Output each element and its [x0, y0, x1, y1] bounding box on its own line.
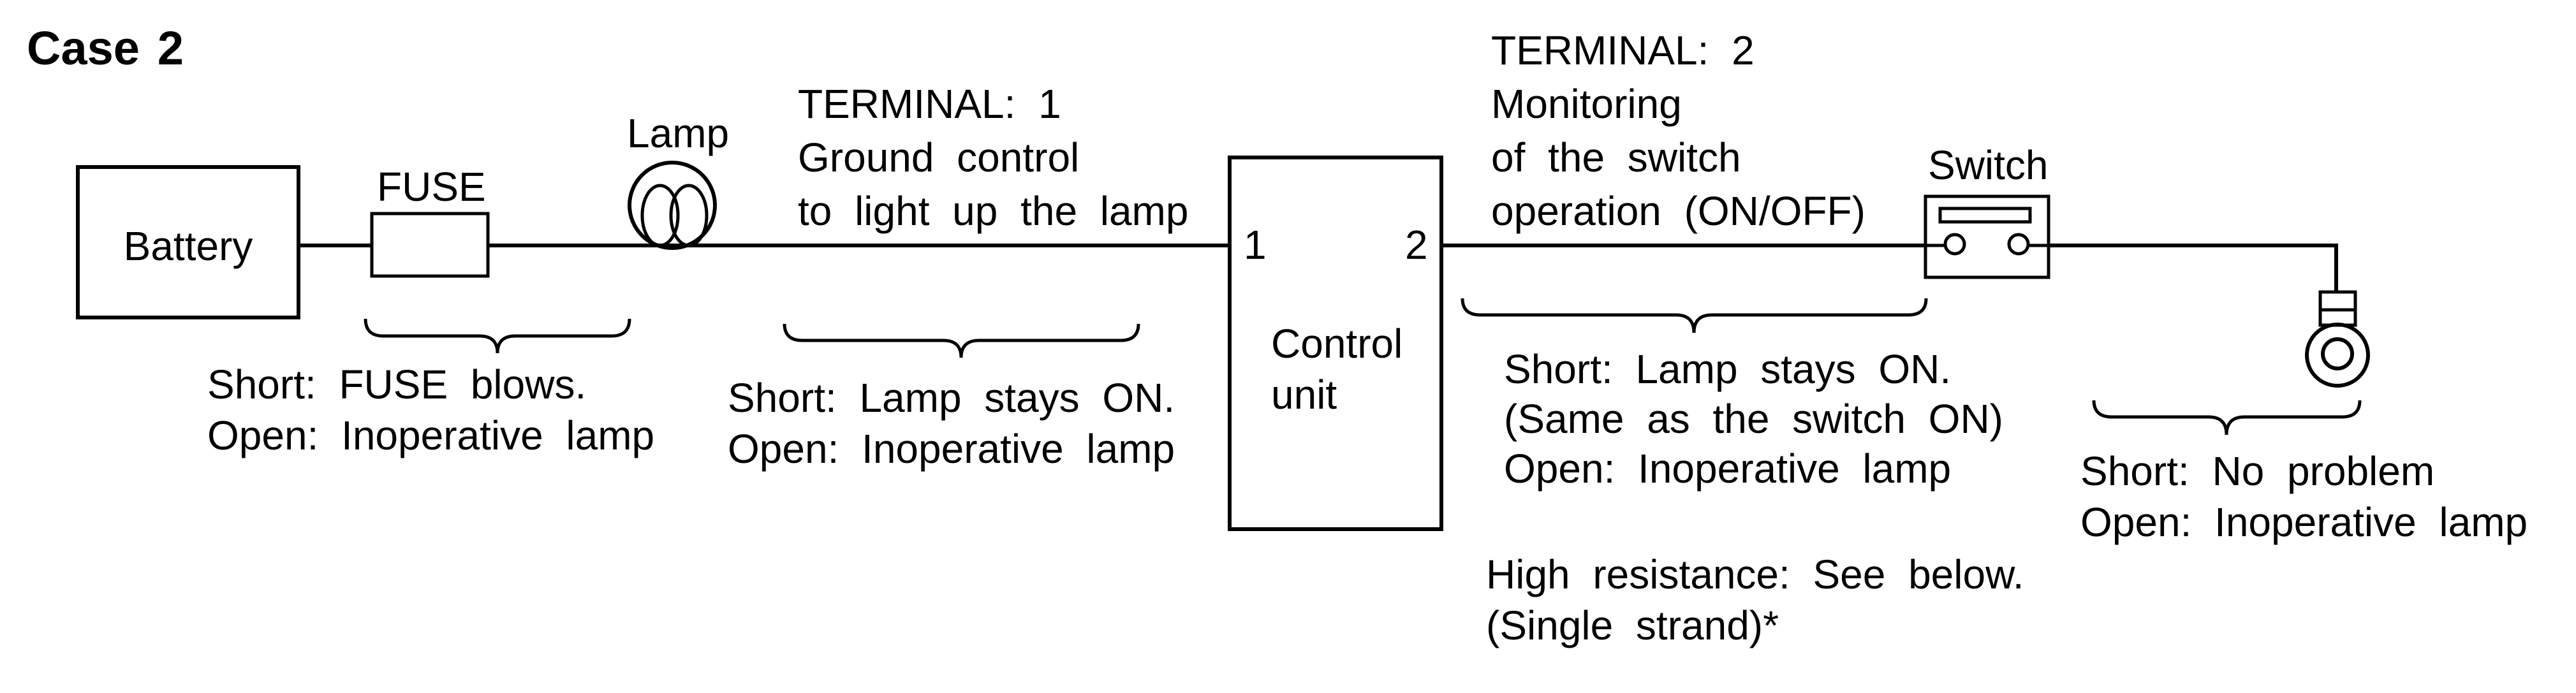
lamp-label: Lamp [627, 110, 730, 156]
fuse-label: FUSE [377, 164, 486, 210]
terminal2-note-line2: Monitoring [1491, 81, 1682, 127]
brace-fuse-segment [364, 318, 631, 354]
terminal1-fault-short: Short: Lamp stays ON. [728, 375, 1175, 421]
high-resistance-note: High resistance: See below. (Single stra… [1486, 549, 2024, 651]
ground-fault-open: Open: Inoperative lamp [2080, 499, 2528, 545]
high-resistance-line2: (Single strand)* [1486, 602, 1779, 648]
switch-label: Switch [1928, 142, 2049, 188]
terminal1-fault-open: Open: Inoperative lamp [728, 426, 1175, 472]
terminal1-note-line2: Ground control [798, 135, 1080, 180]
terminal2-note-line3: of the switch [1491, 135, 1741, 180]
fuse-box [370, 212, 490, 278]
fuse-fault-note: Short: FUSE blows. Open: Inoperative lam… [207, 359, 654, 461]
ground-lamp-icon [2305, 290, 2370, 388]
battery-label: Battery [123, 223, 253, 269]
fuse-fault-short: Short: FUSE blows. [207, 361, 587, 407]
terminal2-fault-short: Short: Lamp stays ON. [1504, 346, 1952, 392]
control-unit-label: Control unit [1271, 318, 1402, 420]
brace-terminal1-segment [783, 323, 1140, 358]
control-unit-pin-1: 1 [1244, 222, 1267, 268]
control-unit-label-line2: unit [1271, 372, 1337, 418]
switch-icon [1924, 194, 2050, 279]
terminal1-note: TERMINAL: 1 Ground control to light up t… [798, 77, 1188, 238]
wire-switch-to-ground-lamp [2049, 244, 2338, 292]
ground-fault-note: Short: No problem Open: Inoperative lamp [2080, 446, 2528, 548]
terminal2-note-line1: TERMINAL: 2 [1491, 27, 1755, 73]
fuse-fault-open: Open: Inoperative lamp [207, 412, 655, 458]
terminal2-fault-same: (Same as the switch ON) [1504, 396, 2003, 442]
control-unit-label-line1: Control [1271, 321, 1403, 367]
terminal2-fault-open: Open: Inoperative lamp [1504, 446, 1952, 492]
terminal2-note: TERMINAL: 2 Monitoring of the switch ope… [1491, 24, 1866, 238]
ground-fault-short: Short: No problem [2080, 448, 2435, 494]
control-unit-box [1228, 156, 1443, 531]
high-resistance-line1: High resistance: See below. [1486, 551, 2024, 597]
terminal1-note-line3: to light up the lamp [798, 188, 1189, 234]
brace-ground-segment [2092, 400, 2362, 435]
lamp-icon [628, 161, 717, 250]
terminal2-note-line4: operation (ON/OFF) [1491, 188, 1866, 234]
terminal1-note-line1: TERMINAL: 1 [798, 81, 1061, 127]
page-title: Case 2 [27, 22, 184, 75]
terminal1-fault-note: Short: Lamp stays ON. Open: Inoperative … [728, 372, 1175, 474]
brace-terminal2-segment [1461, 298, 1928, 333]
battery-box [76, 165, 300, 319]
control-unit-pin-2: 2 [1405, 222, 1428, 268]
terminal2-fault-note: Short: Lamp stays ON. (Same as the switc… [1504, 344, 2003, 493]
